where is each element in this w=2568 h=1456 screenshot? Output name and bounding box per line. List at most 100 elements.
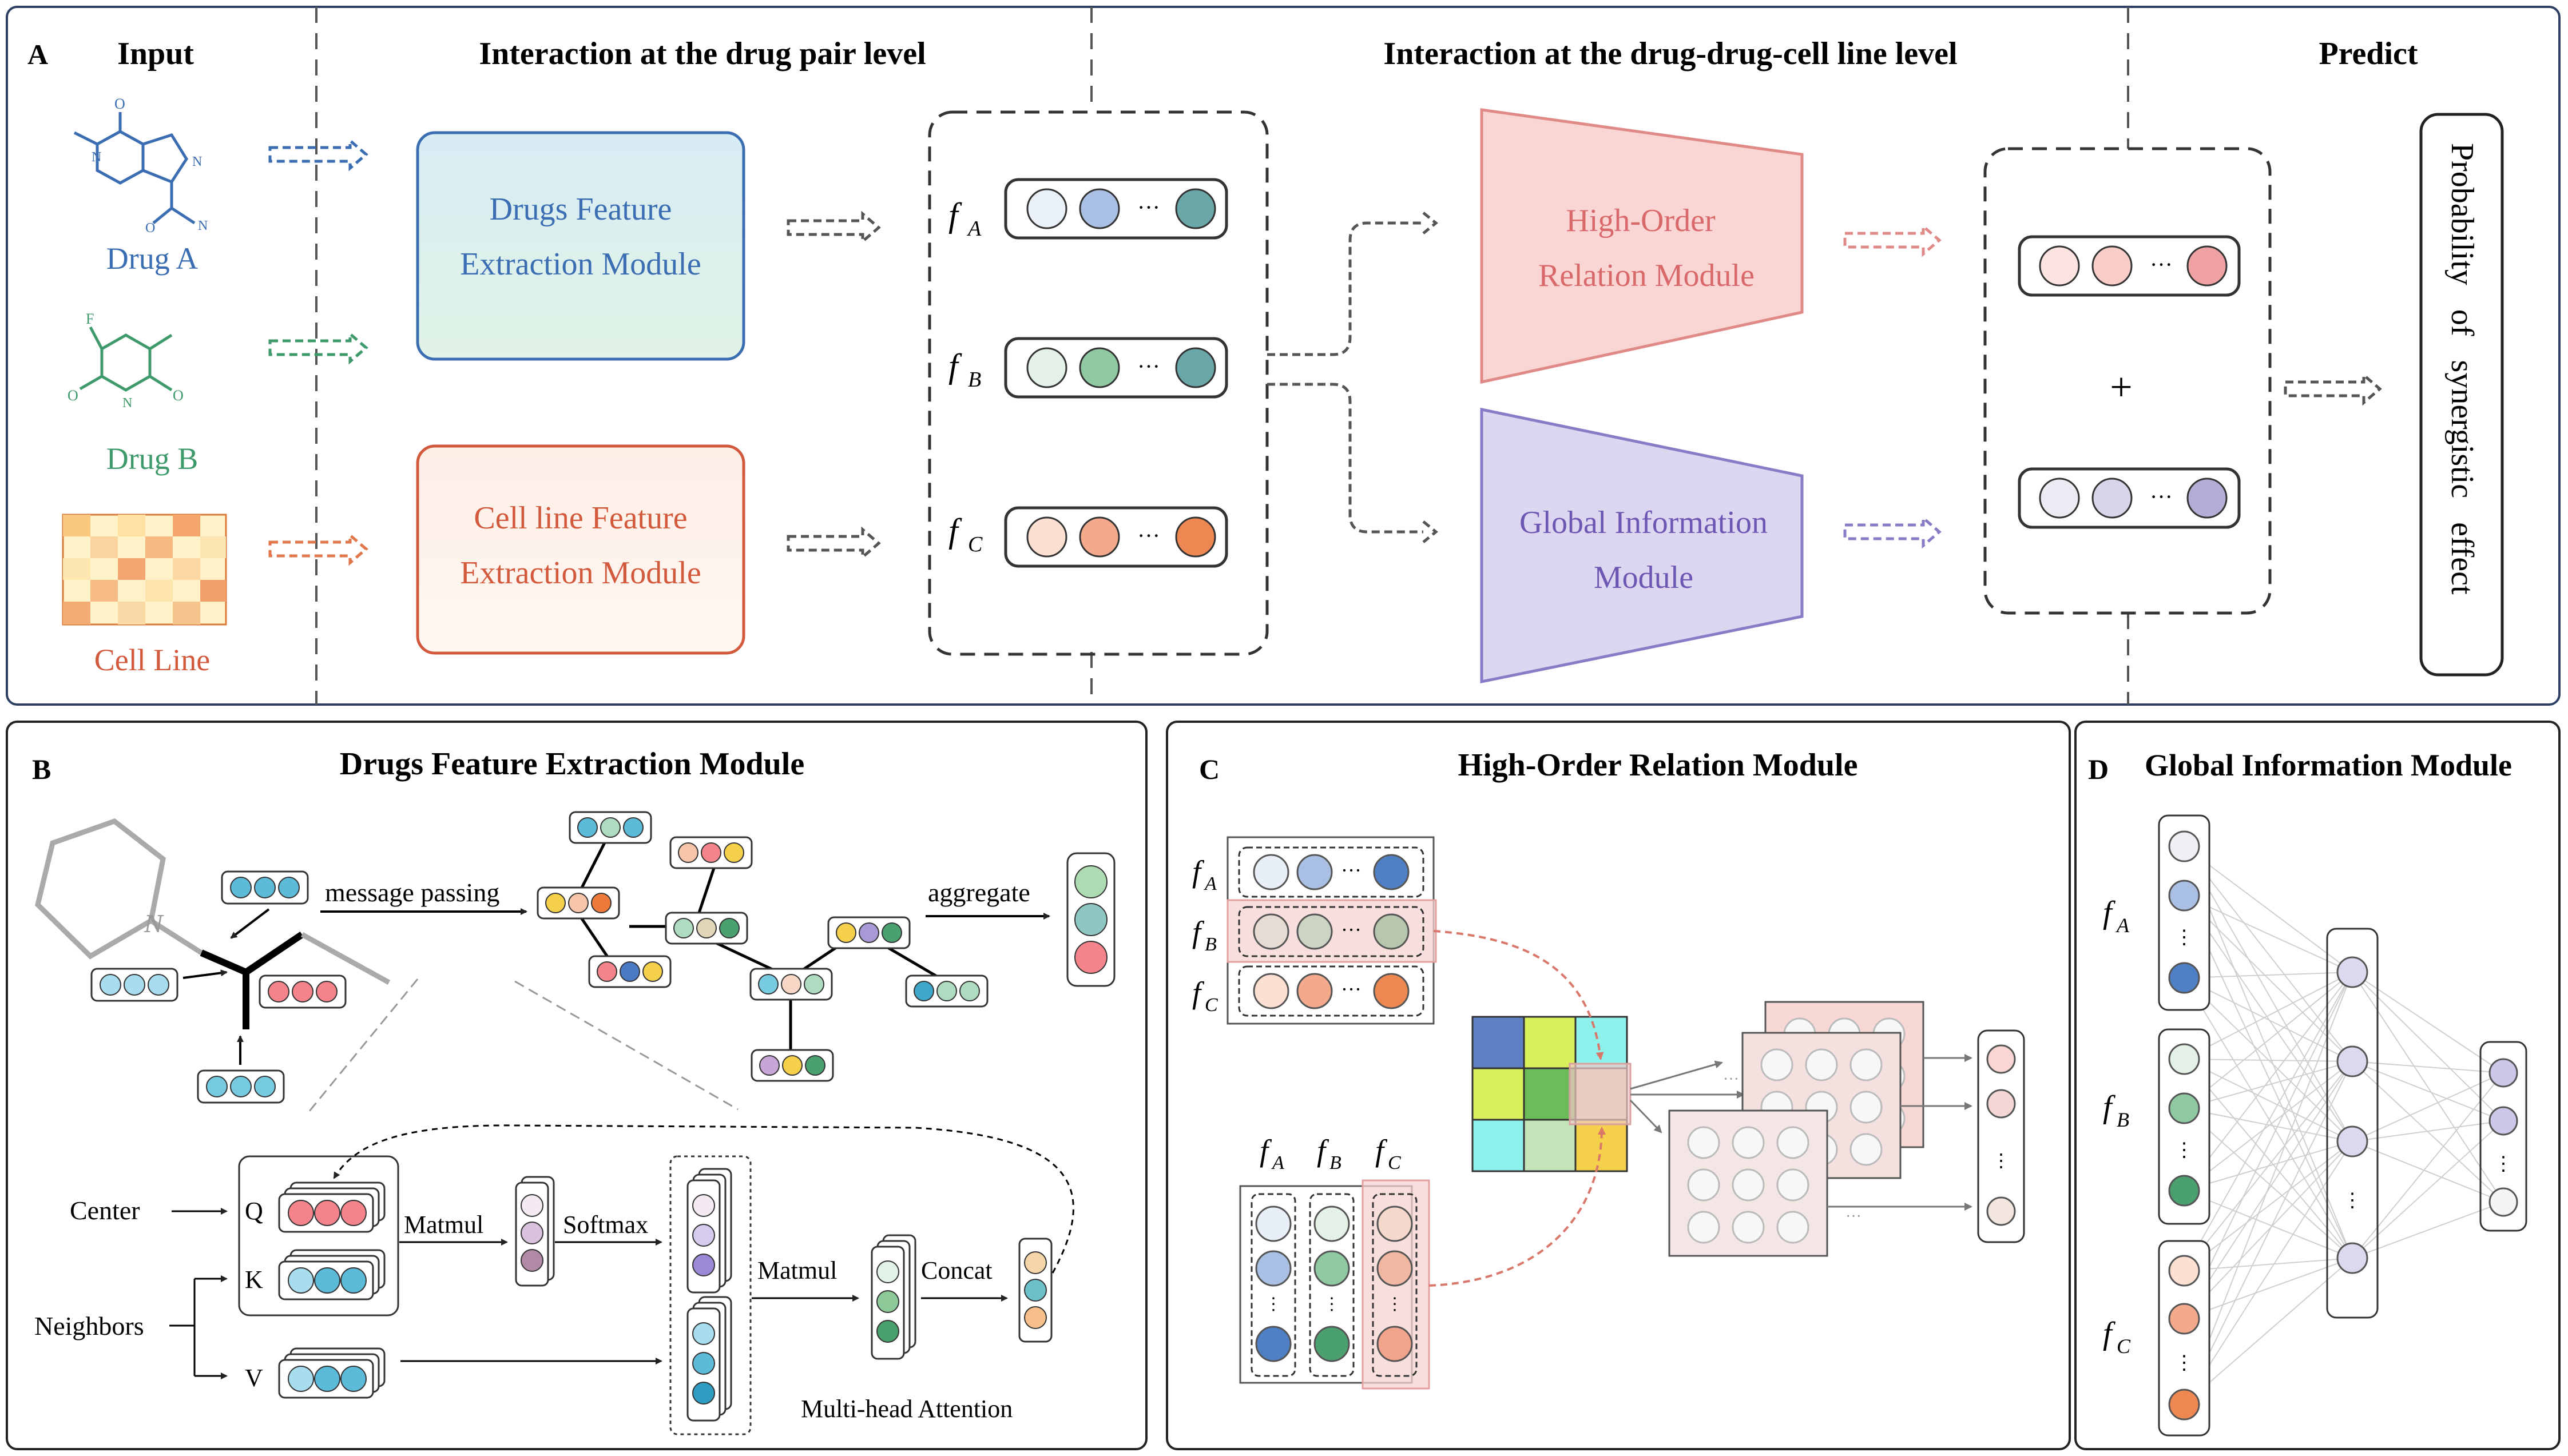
attention-stack xyxy=(669,1155,752,1435)
pred-bottom-ellipsis: ··· xyxy=(2150,484,2173,510)
mlp-edge xyxy=(2184,846,2353,973)
panel-c-title: High-Order Relation Module xyxy=(1458,747,1858,783)
v-vectors xyxy=(278,1347,386,1399)
header-drug-pair: Interaction at the drug pair level xyxy=(479,36,926,71)
mlp-input-columns xyxy=(2158,814,2210,1437)
col-f-c-subscript: C xyxy=(1388,1152,1401,1173)
central-bonds-icon xyxy=(200,932,304,1029)
multi-head-attention-label: Multi-head Attention xyxy=(801,1395,1013,1423)
feature-map-front xyxy=(1668,1109,1828,1257)
mlp-edge xyxy=(2184,1059,2353,1259)
mlp-edge xyxy=(2184,846,2353,1142)
mlp-edge xyxy=(2184,846,2353,1259)
mlp-edge xyxy=(2184,1190,2353,1259)
f-b-symbol: f xyxy=(948,347,962,385)
svg-text:O: O xyxy=(114,96,125,112)
maps-dots-top: ··· xyxy=(1723,1071,1739,1088)
mlp-edge xyxy=(2184,1141,2353,1319)
col-f-b-symbol: f xyxy=(1317,1133,1329,1168)
prediction-vector-global: ··· xyxy=(2018,467,2241,529)
column-headers: f A f B f C xyxy=(1260,1133,1401,1173)
mlp-edge xyxy=(2184,1141,2353,1271)
f-a-subscript: A xyxy=(966,217,982,241)
graph-node xyxy=(588,955,672,988)
message-arrows xyxy=(182,908,270,1065)
mlp-edge xyxy=(2184,972,2353,1319)
graph-node xyxy=(751,1049,834,1082)
high-order-module xyxy=(1480,108,1804,384)
q-vectors xyxy=(278,1181,386,1233)
prediction-container xyxy=(1983,147,2272,615)
svg-text:⋮: ⋮ xyxy=(1992,1150,2010,1171)
maps-dots-bottom: ··· xyxy=(1845,1208,1861,1226)
maps-to-output-arrows xyxy=(1827,1054,1972,1211)
mlp-input-node xyxy=(2168,830,2200,862)
svg-text:⋮: ⋮ xyxy=(1386,1295,1403,1314)
mlp-output-dots: ⋮ xyxy=(2494,1153,2513,1175)
branch-arrows-icon xyxy=(1267,212,1438,543)
v-label: V xyxy=(245,1364,263,1392)
mlp-edge xyxy=(2184,1108,2353,1142)
mlp-edge xyxy=(2184,1141,2353,1405)
svg-text:O: O xyxy=(173,387,184,404)
output-box xyxy=(2419,113,2504,677)
message-passing-label: message passing xyxy=(325,878,499,907)
prediction-vector-high-order: ··· xyxy=(2018,235,2241,297)
high-order-module-line1: High-Order xyxy=(1566,203,1716,238)
global-info-arrow-icon xyxy=(1843,515,1942,549)
mlp-edge xyxy=(2184,977,2353,1259)
mlp-edge xyxy=(2184,1061,2353,1405)
zoom-line-right xyxy=(514,980,739,1111)
f-a-symbol: f xyxy=(948,196,962,234)
graph-nodes xyxy=(537,811,989,1082)
graph-node xyxy=(905,974,989,1008)
row-f-a: f A ··· xyxy=(1192,846,1424,898)
d-f-a-symbol: f xyxy=(2103,895,2116,930)
mlp-edge xyxy=(2184,1258,2353,1271)
score-vector xyxy=(515,1176,555,1287)
mlp-input-node xyxy=(2168,1303,2200,1335)
cell-line-arrow-icon xyxy=(268,532,368,566)
svg-text:⋮: ⋮ xyxy=(1265,1295,1282,1314)
value-stack xyxy=(686,1296,732,1422)
mlp-edge xyxy=(2184,1258,2353,1405)
col-f-a-symbol: f xyxy=(1260,1133,1272,1168)
mlp-input-node xyxy=(2168,1389,2200,1421)
plus-sign: + xyxy=(2110,365,2132,409)
d-f-b-symbol: f xyxy=(2103,1089,2116,1125)
col-f-b: ⋮ xyxy=(1309,1193,1355,1377)
drug-b-arrow-icon xyxy=(268,331,368,365)
col-f-b-subscript: B xyxy=(1329,1152,1341,1173)
mlp-hidden-dots: ⋮ xyxy=(2343,1190,2362,1211)
d-f-c-subscript: C xyxy=(2117,1335,2131,1358)
mlp-edge xyxy=(2184,972,2353,1060)
mlp-edge xyxy=(2184,972,2353,1109)
high-order-output-vector: ⋮ xyxy=(1977,1029,2025,1243)
row-f-b-subscript: B xyxy=(1205,934,1217,955)
row-f-a-ellipsis: ··· xyxy=(1341,859,1362,882)
f-c-symbol: f xyxy=(948,512,962,550)
col-f-a: ⋮ xyxy=(1251,1193,1296,1377)
feature-f-c: f C ··· xyxy=(948,506,1228,568)
graph-node xyxy=(749,968,833,1001)
head-outputs xyxy=(871,1234,916,1360)
mlp-edge xyxy=(2184,1108,2353,1259)
panel-d-frame xyxy=(2074,721,2561,1450)
aggregated-vector xyxy=(1066,852,1116,987)
graph-node xyxy=(669,836,753,869)
col-f-a-subscript: A xyxy=(1271,1152,1284,1173)
neighbors-label: Neighbors xyxy=(34,1311,144,1340)
drug-a-arrow-icon xyxy=(268,137,368,172)
mlp-nodes: ⋮⋮⋮⋮⋮ xyxy=(2168,830,2518,1421)
to-output-arrow-icon xyxy=(2284,372,2382,406)
row-to-grid-curve xyxy=(1433,930,1604,1060)
mlp-edge xyxy=(2184,972,2353,978)
svg-text:F: F xyxy=(86,311,94,327)
mlp-output-node xyxy=(2488,1187,2518,1217)
k-label: K xyxy=(245,1266,263,1294)
concat-label: Concat xyxy=(921,1256,993,1284)
mlp-output-node xyxy=(2488,1058,2518,1088)
mlp-input-node xyxy=(2168,1255,2200,1287)
q-label: Q xyxy=(245,1197,263,1225)
d-f-c-symbol: f xyxy=(2103,1316,2116,1351)
